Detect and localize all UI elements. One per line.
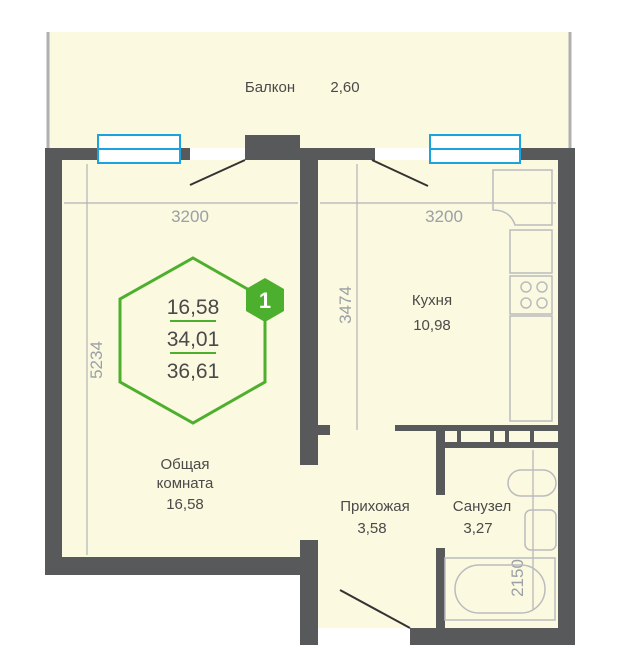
bathtub-icon xyxy=(444,557,556,621)
walls xyxy=(45,135,575,645)
dimension-lines xyxy=(64,164,556,610)
bathroom-name: Санузел xyxy=(453,498,511,515)
living-area: 16,58 xyxy=(166,496,204,513)
living-name-1: Общая xyxy=(160,456,209,473)
sink-icon xyxy=(524,509,557,551)
balcony-area: 2,60 xyxy=(330,79,359,96)
hallway-area: 3,58 xyxy=(357,520,386,537)
bathroom-fixtures xyxy=(444,469,557,621)
kitchen-name: Кухня xyxy=(412,292,452,309)
toilet-icon xyxy=(507,469,557,497)
entrance-door xyxy=(339,589,411,629)
dim-kitchen-width: 3200 xyxy=(425,207,463,226)
dim-living-width: 3200 xyxy=(171,207,209,226)
balcony-door-left xyxy=(189,159,246,186)
badge-living-area: 16,58 xyxy=(167,296,220,319)
hallway-name: Прихожая xyxy=(340,498,410,515)
apartment-number-badge xyxy=(246,278,284,322)
badge-total-area: 34,01 xyxy=(167,328,220,351)
kitchen-area: 10,98 xyxy=(413,317,451,334)
apartment-number: 1 xyxy=(259,288,271,313)
dim-living-depth: 5234 xyxy=(87,341,106,379)
living-name-2: комната xyxy=(157,475,214,492)
dim-kitchen-depth: 3474 xyxy=(336,286,355,324)
balcony-floor xyxy=(48,32,570,148)
stove-icon xyxy=(509,275,553,315)
dim-bath-depth: 2150 xyxy=(508,559,527,597)
kitchen-furniture xyxy=(492,169,553,422)
bathroom-area: 3,27 xyxy=(463,520,492,537)
balcony-name: Балкон xyxy=(245,79,295,96)
balcony-door-right xyxy=(371,159,429,187)
badge-total-with-balcony: 36,61 xyxy=(167,360,220,383)
